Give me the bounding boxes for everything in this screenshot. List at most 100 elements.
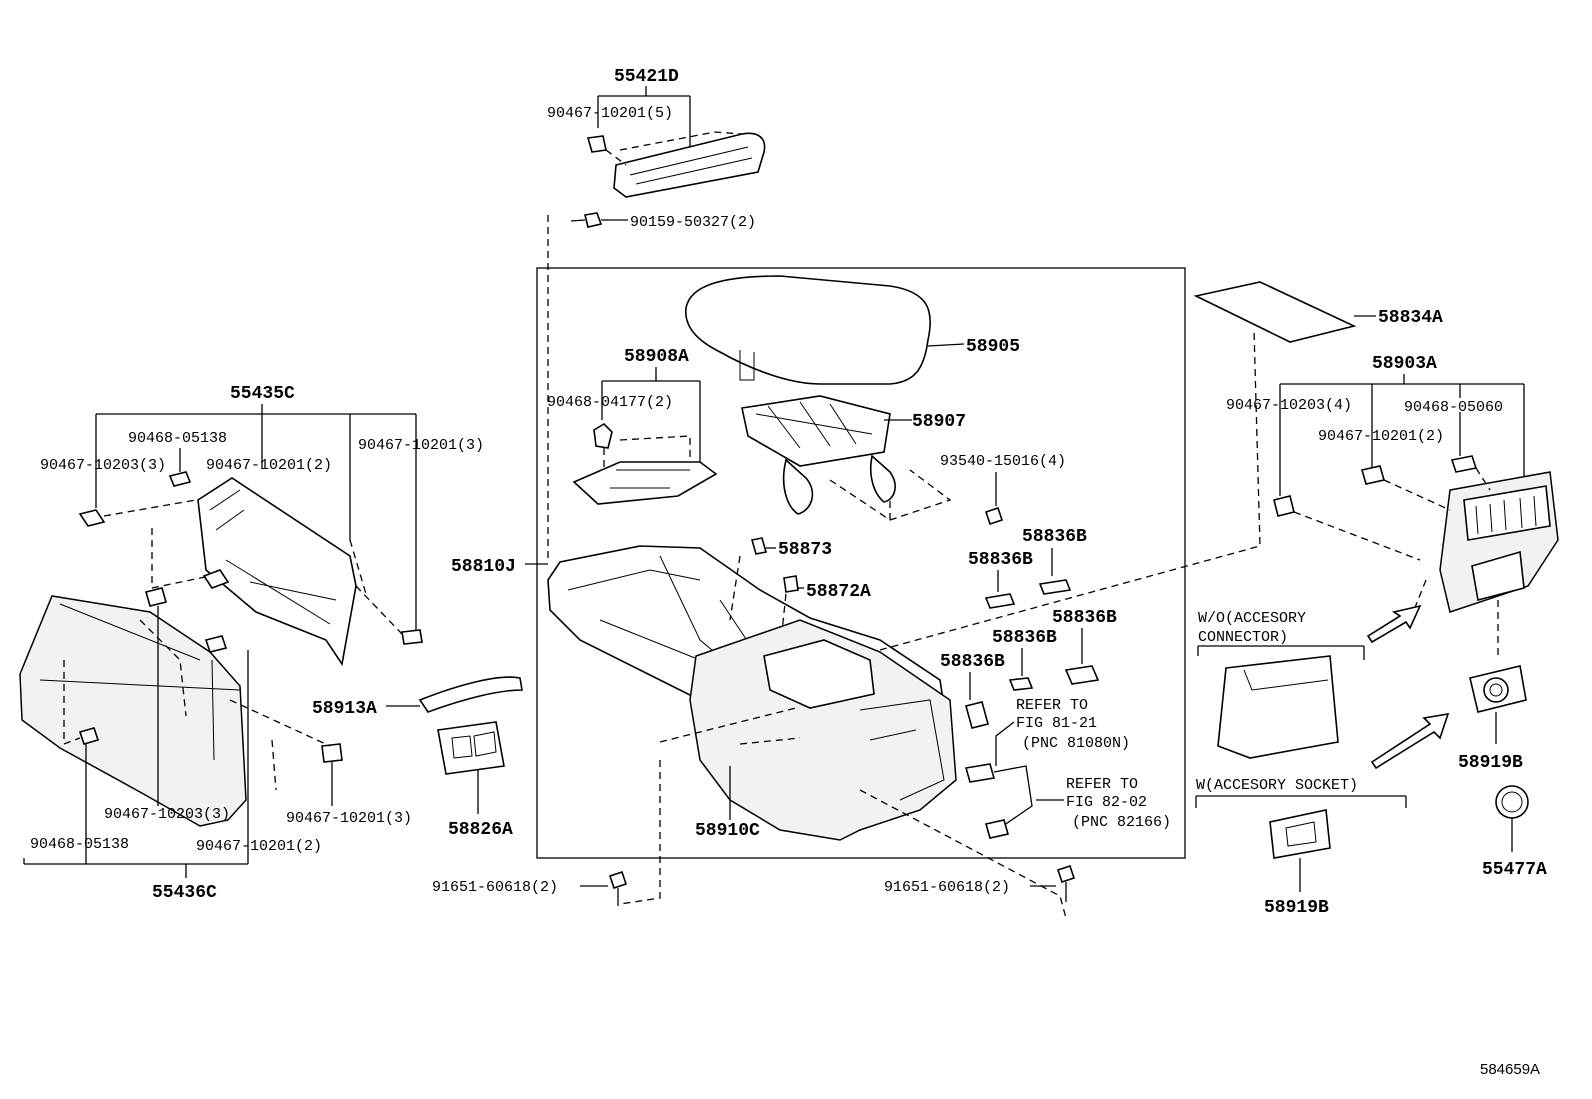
console-panel-58910C (689, 619, 957, 841)
label-w-socket: W(ACCESORY SOCKET) (1196, 777, 1358, 794)
label-58836B-5: 58836B (940, 652, 1005, 672)
label-90467-10203-3-top: 90467-10203(3) (40, 457, 166, 474)
clip-90467-10201-right (401, 629, 423, 645)
console-panel-detail (859, 699, 945, 801)
label-58905: 58905 (966, 337, 1020, 357)
label-90159-50327-2: 90159-50327(2) (630, 214, 756, 231)
dash-to-58834A (879, 329, 1261, 651)
clip-90467-10203-top (78, 509, 106, 527)
label-58810J: 58810J (451, 557, 516, 577)
clip-90468-04177 (593, 422, 613, 449)
panel-55435C-dash (103, 499, 403, 635)
bolt-91651-right (1056, 864, 1076, 884)
refer2-line1: REFER TO (1066, 776, 1138, 793)
label-90467-10201-3-bot: 90467-10201(3) (286, 810, 412, 827)
armrest-hinge (739, 350, 755, 381)
refer1-line1: REFER TO (1016, 697, 1088, 714)
hinge-arm-left (782, 458, 814, 515)
clip-90467-10201-right-panel (1360, 465, 1386, 485)
bolts-91651-group: 91651-60618(2) 91651-60618(2) (432, 760, 1076, 919)
tray-58908A (572, 461, 718, 505)
label-58872A: 58872A (806, 582, 871, 602)
clip-90467-10203-right (1273, 495, 1295, 517)
label-90467-10203-3-bot: 90467-10203(3) (104, 806, 230, 823)
cap-55477A-inner (1501, 791, 1523, 813)
leader-90159 (570, 219, 628, 222)
air-vent-louvers (1475, 495, 1537, 535)
screw-93540-15016 (984, 506, 1004, 526)
tray-58908A-detail (610, 469, 690, 489)
socket-58919B-ring (1483, 677, 1509, 703)
clip-90468-05138-bot (78, 727, 100, 745)
panel-58903A-opening (1471, 550, 1525, 601)
lid-55421D-detail (629, 146, 753, 185)
label-wo-line1: W/O(ACCESORY (1198, 610, 1306, 627)
pad-58836B-1 (1038, 579, 1072, 595)
dash-bolt-left (619, 760, 661, 905)
clip-90468-05138-top (168, 471, 192, 487)
bracket-wo (1197, 645, 1365, 660)
side-panel-55435C-group: 55435C 90468-05138 90467-10203(3) 90467-… (40, 384, 484, 667)
socket-82166 (984, 819, 1010, 839)
armrest-group: 58905 58907 93540-15016(4) (685, 275, 1066, 526)
tray-dash (603, 435, 691, 470)
label-58910C: 58910C (695, 821, 760, 841)
dash-bolt-right (859, 789, 1067, 919)
panel-55436C-detail (39, 603, 241, 761)
refer2-line2: FIG 82-02 (1066, 794, 1147, 811)
pad-58836B-3 (1064, 665, 1100, 685)
label-58913A: 58913A (312, 699, 377, 719)
pads-58836B-group: 58836B 58836B 58836B 58836B 58836B (940, 527, 1117, 729)
arrow-w (1370, 712, 1450, 770)
pad-58836B-5 (965, 701, 989, 729)
clip-58872A (783, 575, 799, 593)
label-58836B-4: 58836B (992, 628, 1057, 648)
bezel-58913A (418, 676, 523, 713)
label-90467-10201-2-bot: 90467-10201(2) (196, 838, 322, 855)
bolt-91651-left (608, 870, 628, 890)
label-55421D: 55421D (614, 67, 679, 87)
label-58908A: 58908A (624, 347, 689, 367)
socket-58919B-bottom-detail (1285, 821, 1317, 847)
label-58919B-right: 58919B (1458, 753, 1523, 773)
clip-90467-10201-3-bot (321, 743, 343, 763)
console-assembly-frame (536, 267, 1186, 859)
panel-55436C-dash (63, 619, 331, 791)
side-panel-55436C-group: 90467-10203(3) 90467-10201(3) 90468-0513… (19, 587, 412, 903)
label-55477A: 55477A (1482, 860, 1547, 880)
socket-58919B-core (1489, 683, 1503, 697)
panel-dash (659, 707, 801, 745)
leader-58905 (927, 343, 965, 347)
label-90468-04177-2: 90468-04177(2) (547, 394, 673, 411)
bracket-w (1195, 795, 1407, 808)
leader-58908A (601, 367, 701, 466)
label-90468-05138-top: 90468-05138 (128, 430, 227, 447)
screw-90159-50327 (584, 212, 603, 228)
air-vent (1463, 485, 1551, 541)
bezel-58913A-group: 58913A 58826A (312, 676, 523, 840)
label-90467-10201-3-top: 90467-10201(3) (358, 437, 484, 454)
lid-55421D-dash (605, 131, 743, 166)
leader-55436C (23, 606, 333, 878)
switch-58826A-detail (451, 731, 497, 759)
label-58919B-bottom: 58919B (1264, 898, 1329, 918)
label-58903A: 58903A (1372, 354, 1437, 374)
label-90467-10201-5: 90467-10201(5) (547, 105, 673, 122)
cover-wo-detail (1243, 669, 1329, 691)
socket-58919B-bottom (1269, 809, 1331, 859)
label-58836B-2: 58836B (968, 550, 1033, 570)
clip-90467-10201-left (202, 569, 230, 589)
harness-wire (993, 765, 1033, 829)
clips-dash (729, 555, 787, 651)
refer2-line3: (PNC 82166) (1072, 814, 1171, 831)
console-box-ribs (567, 555, 781, 691)
label-91651-60618-left: 91651-60618(2) (432, 879, 558, 896)
label-90468-05060: 90468-05060 (1404, 399, 1503, 416)
clip-90467-10201-top (586, 135, 607, 153)
cap-55477A (1495, 785, 1529, 819)
label-91651-60618-right: 91651-60618(2) (884, 879, 1010, 896)
mat-58834A-group: 58834A (1193, 281, 1443, 343)
panel-55435C-detail (209, 489, 337, 625)
refer1-line2: FIG 81-21 (1016, 715, 1097, 732)
